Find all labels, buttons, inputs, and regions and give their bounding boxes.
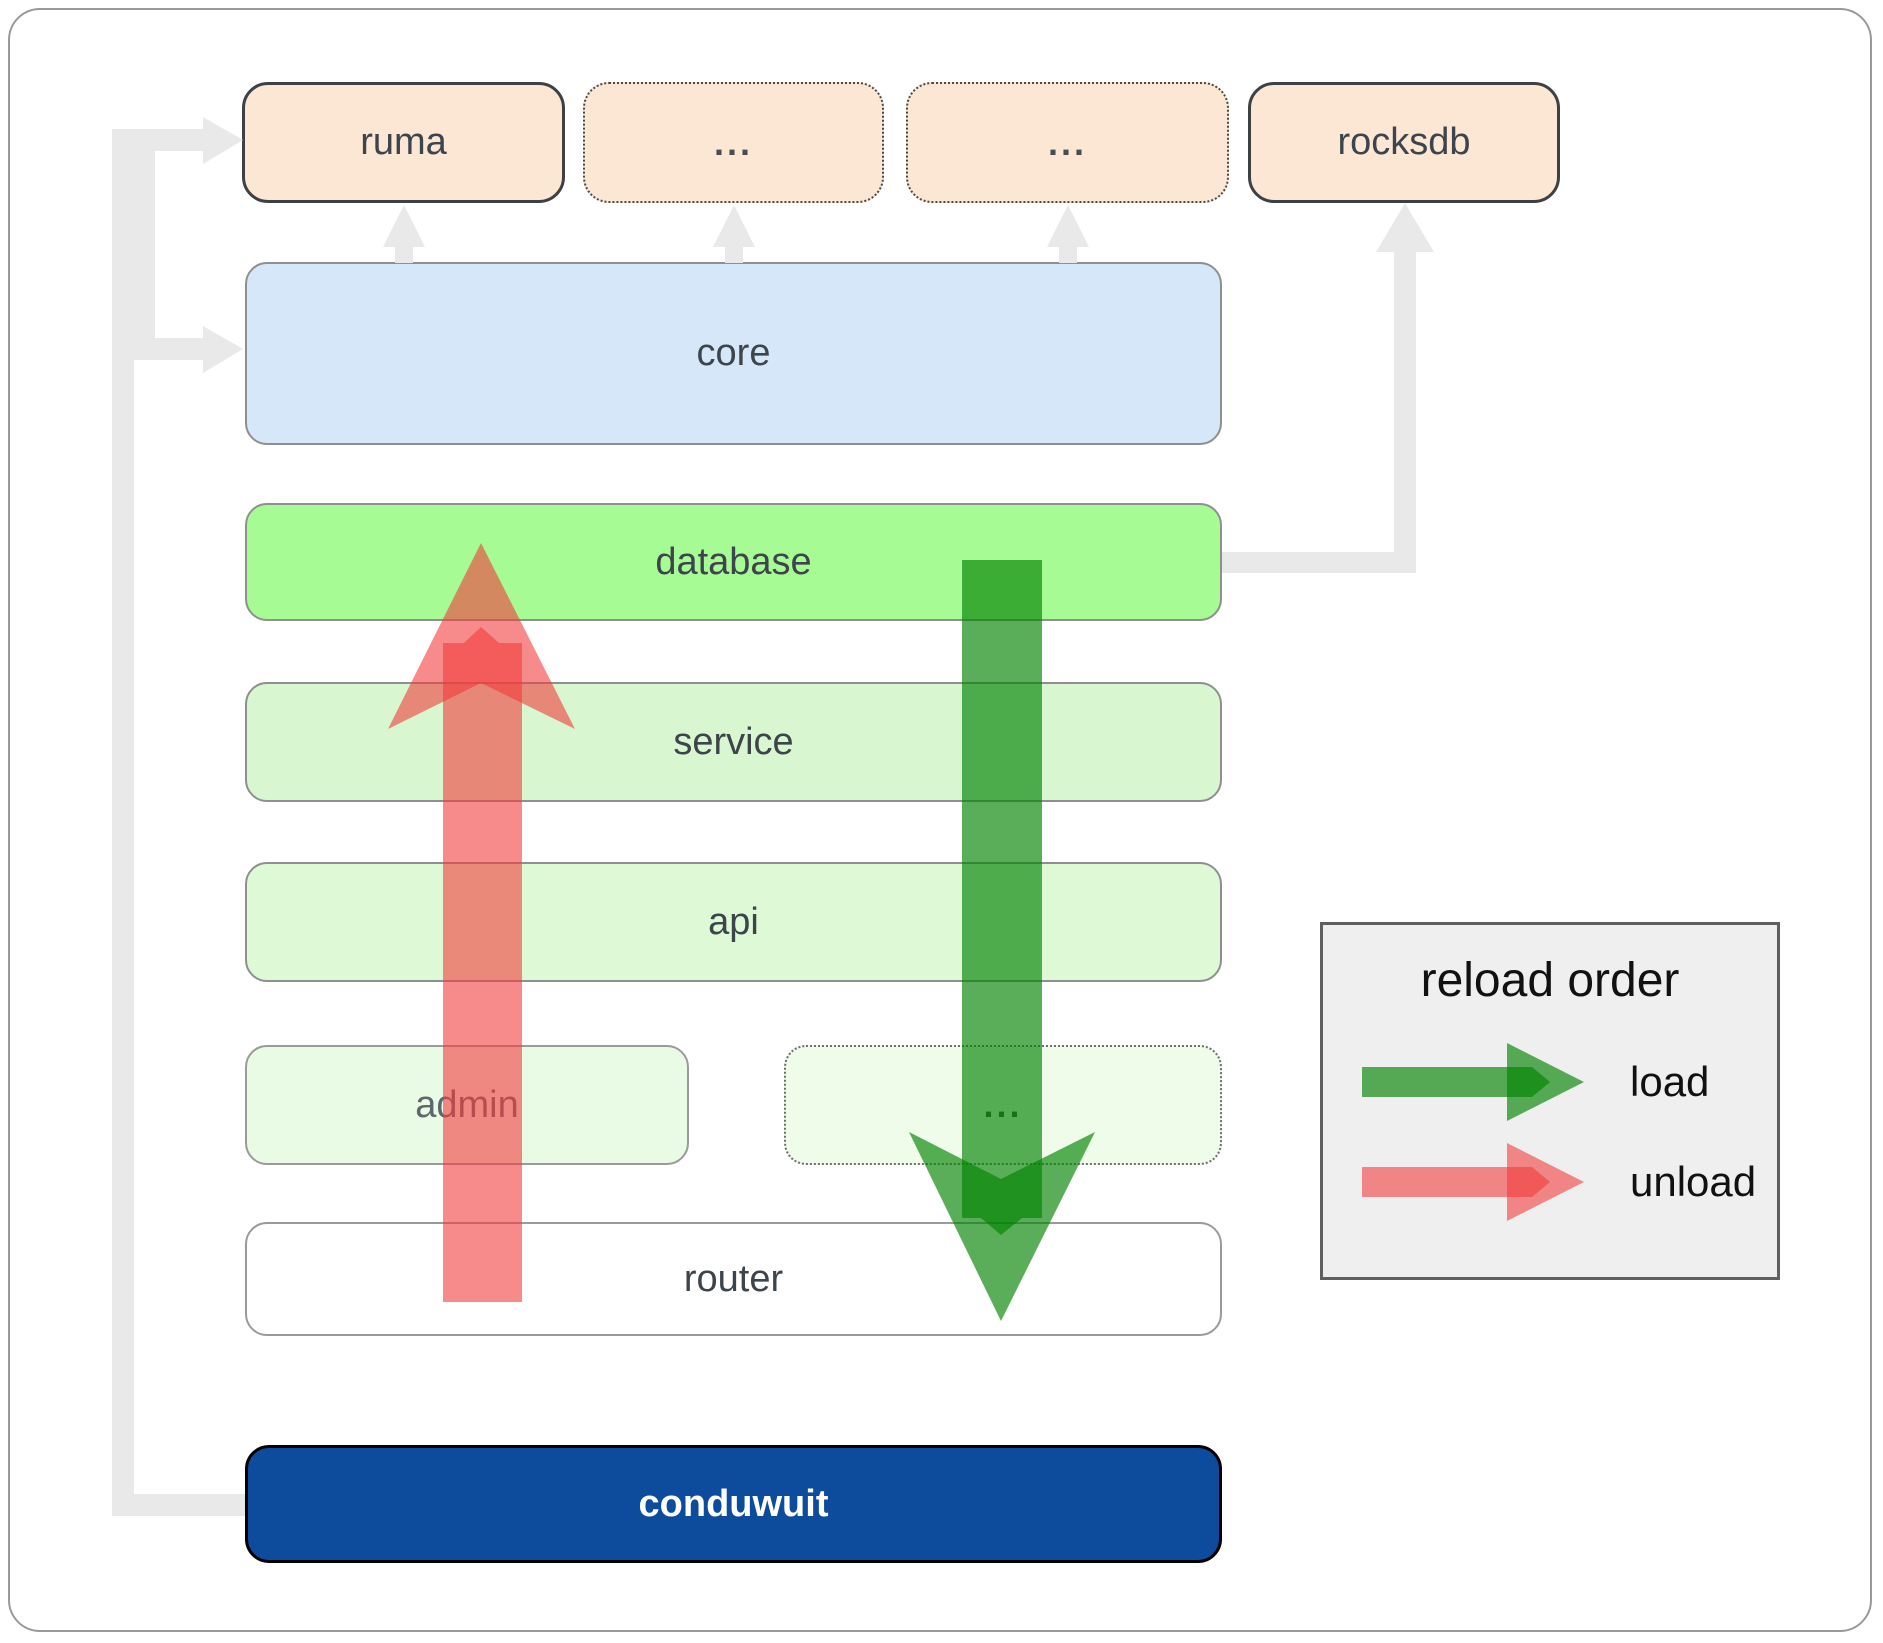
diagram-outer-frame bbox=[8, 8, 1872, 1632]
node-conduwuit-label: conduwuit bbox=[638, 1482, 829, 1525]
node-ellipsis-top-2: ... bbox=[906, 82, 1229, 203]
node-rocksdb-label: rocksdb bbox=[1337, 121, 1471, 163]
node-core: core bbox=[245, 262, 1222, 445]
node-service-label: service bbox=[673, 720, 794, 763]
node-rocksdb: rocksdb bbox=[1248, 82, 1560, 203]
node-ruma: ruma bbox=[242, 82, 565, 203]
node-ellipsis-top-2-label: ... bbox=[1047, 121, 1087, 163]
legend-load-label: load bbox=[1630, 1058, 1710, 1105]
legend-box: reload order load unload bbox=[1320, 922, 1780, 1280]
node-api: api bbox=[245, 862, 1222, 982]
node-ellipsis-mid-label: ... bbox=[983, 1084, 1023, 1125]
node-ruma-label: ruma bbox=[360, 121, 447, 163]
node-admin: admin bbox=[245, 1045, 689, 1165]
node-database-label: database bbox=[655, 540, 812, 583]
node-api-label: api bbox=[708, 900, 759, 943]
node-router: router bbox=[245, 1222, 1222, 1336]
node-admin-label: admin bbox=[415, 1083, 519, 1126]
node-ellipsis-top-1: ... bbox=[583, 82, 884, 203]
node-core-label: core bbox=[696, 332, 771, 374]
node-conduwuit: conduwuit bbox=[245, 1445, 1222, 1563]
node-service: service bbox=[245, 682, 1222, 802]
legend-title: reload order bbox=[1420, 954, 1680, 1007]
legend-unload-label: unload bbox=[1630, 1158, 1757, 1205]
node-database: database bbox=[245, 503, 1222, 621]
node-router-label: router bbox=[683, 1257, 784, 1300]
node-ellipsis-top-1-label: ... bbox=[713, 121, 753, 163]
node-ellipsis-mid: ... bbox=[784, 1045, 1222, 1165]
